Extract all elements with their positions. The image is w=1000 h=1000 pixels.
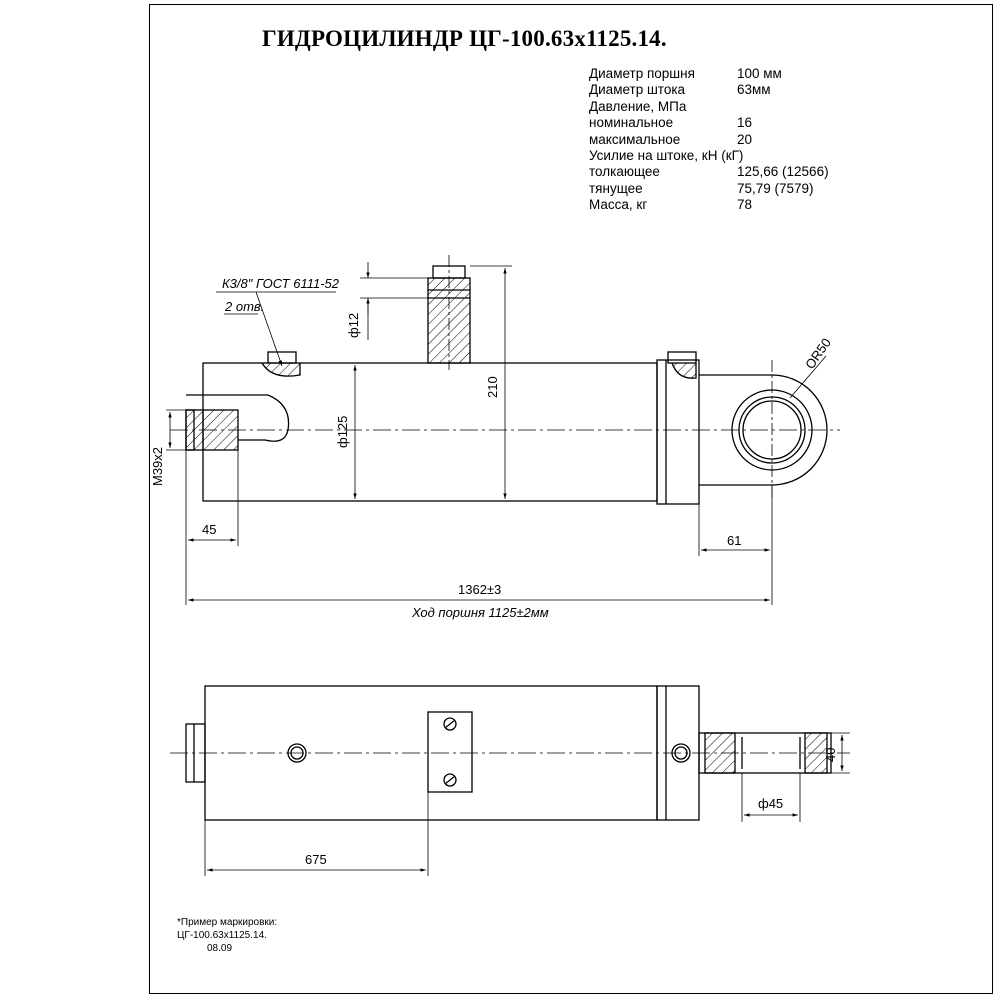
spec-label: Давление, МПа — [589, 98, 687, 114]
port-fitting-rear — [667, 351, 697, 364]
spec-label: Диаметр штока — [589, 82, 686, 98]
spec-value: 100 мм — [737, 66, 782, 81]
spec-value: 16 — [737, 115, 753, 131]
marking-note: *Пример маркировки: ЦГ-100.63х1125.14. 0… — [177, 916, 277, 955]
marking-note-heading: *Пример маркировки: — [177, 917, 278, 928]
eye-width-label: 40 — [823, 748, 838, 762]
plan-view-dimensions — [204, 732, 850, 876]
eye-outline — [699, 374, 828, 486]
marking-note-date: 08.09 — [207, 943, 233, 954]
drawing-title: ГИДРОЦИЛИНДР ЦГ-100.63х1125.14. — [262, 26, 667, 51]
spec-label: Усилие на штоке, кН (кГ) — [589, 147, 744, 163]
eye-offset-label: 61 — [727, 533, 741, 548]
spec-label: Масса, кг — [589, 197, 648, 213]
side-view-dimensions — [166, 262, 827, 605]
height-label: 210 — [485, 376, 500, 398]
plan-mount-plate — [427, 711, 473, 793]
mount-position-label: 675 — [305, 852, 327, 867]
spec-value: 20 — [737, 131, 753, 147]
spec-value: 63мм — [737, 82, 771, 98]
total-length-label: 1362±3 — [458, 582, 501, 597]
pin-diameter-label: ф12 — [346, 313, 361, 338]
rod-end-length-label: 45 — [202, 522, 216, 537]
side-view-labels: К3/8" ГОСТ 6111-52 2 отв. ф12 210 ф125 О… — [150, 276, 834, 620]
eye-bore-label: ф45 — [758, 796, 783, 811]
spec-label: тянущее — [589, 180, 643, 196]
marking-note-code: ЦГ-100.63х1125.14. — [177, 930, 267, 941]
drawing-frame — [149, 4, 993, 994]
spec-label: толкающее — [589, 164, 660, 180]
port-fitting-front — [267, 351, 297, 364]
eye-radius-label: ОR50 — [802, 335, 834, 371]
plan-view-labels: 675 ф45 40 — [305, 748, 838, 867]
spec-label: Диаметр поршня — [589, 66, 695, 81]
stroke-label: Ход поршня 1125±2мм — [411, 605, 549, 620]
port-count-label: 2 отв. — [224, 299, 264, 314]
rod-thread-label: М39х2 — [150, 447, 165, 486]
spec-value: 75,79 (7579) — [737, 180, 814, 196]
cylinder-body — [202, 362, 658, 502]
side-view — [170, 255, 840, 505]
spec-value: 78 — [737, 197, 753, 213]
spec-label: максимальное — [589, 131, 681, 147]
port-thread-label: К3/8" ГОСТ 6111-52 — [222, 276, 340, 291]
spec-value: 125,66 (12566) — [737, 164, 829, 180]
spec-label: номинальное — [589, 115, 674, 131]
rear-cap — [656, 359, 700, 505]
body-diameter-label: ф125 — [335, 416, 350, 448]
plan-view — [170, 685, 850, 821]
